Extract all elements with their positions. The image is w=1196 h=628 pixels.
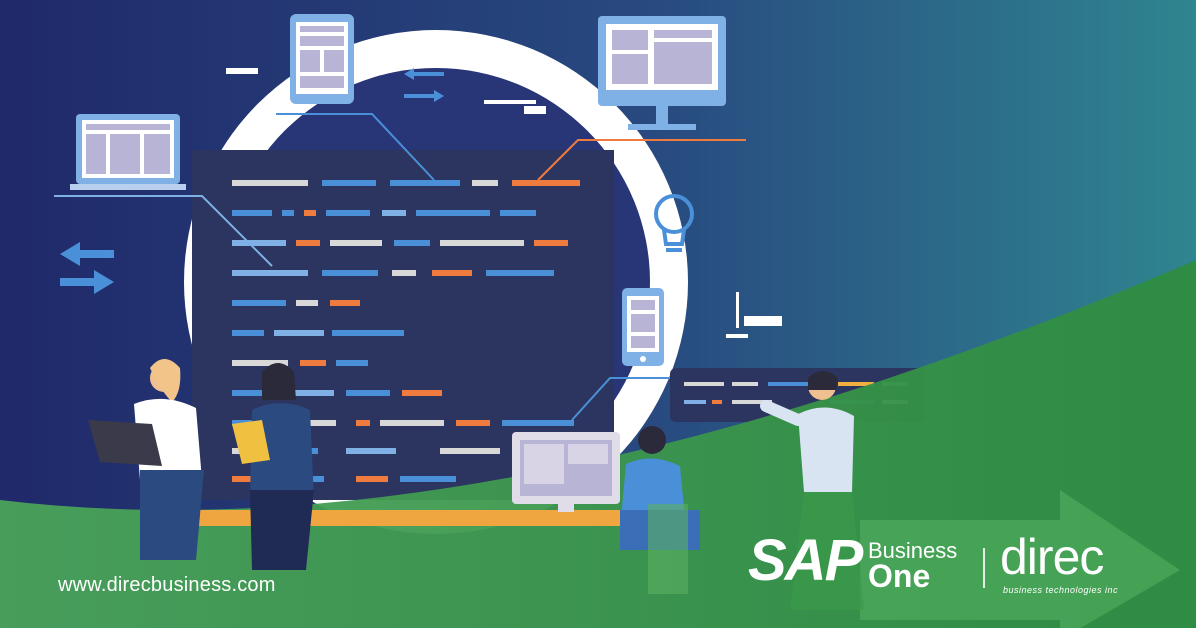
lightbulb-icon [654,194,694,252]
desktop-computer [512,432,620,512]
connector-lines [54,113,746,421]
green-arrow-shape [860,490,1180,628]
sap-business-text: Business [868,538,958,563]
sap-one-text: One [868,558,931,594]
monitor-icon [598,16,726,130]
person-standing-man [760,371,864,610]
laptop-icon [70,114,186,190]
person-woman-folder [232,363,314,570]
decorative-marks [226,68,782,338]
logo-divider [983,548,985,588]
person-seated [620,426,700,594]
tablet-icon [290,14,354,104]
direc-logo-text: direc [1000,529,1104,585]
desk [180,510,640,526]
phone-icon [622,288,664,366]
website-url[interactable]: www.direcbusiness.com [58,574,276,596]
arrows-icon-top [404,68,444,102]
sap-logo-text: SAP [748,528,863,593]
person-woman-laptop [88,359,204,560]
direc-tagline: business technologies inc [1003,585,1119,595]
arrows-icon-left [60,242,114,294]
